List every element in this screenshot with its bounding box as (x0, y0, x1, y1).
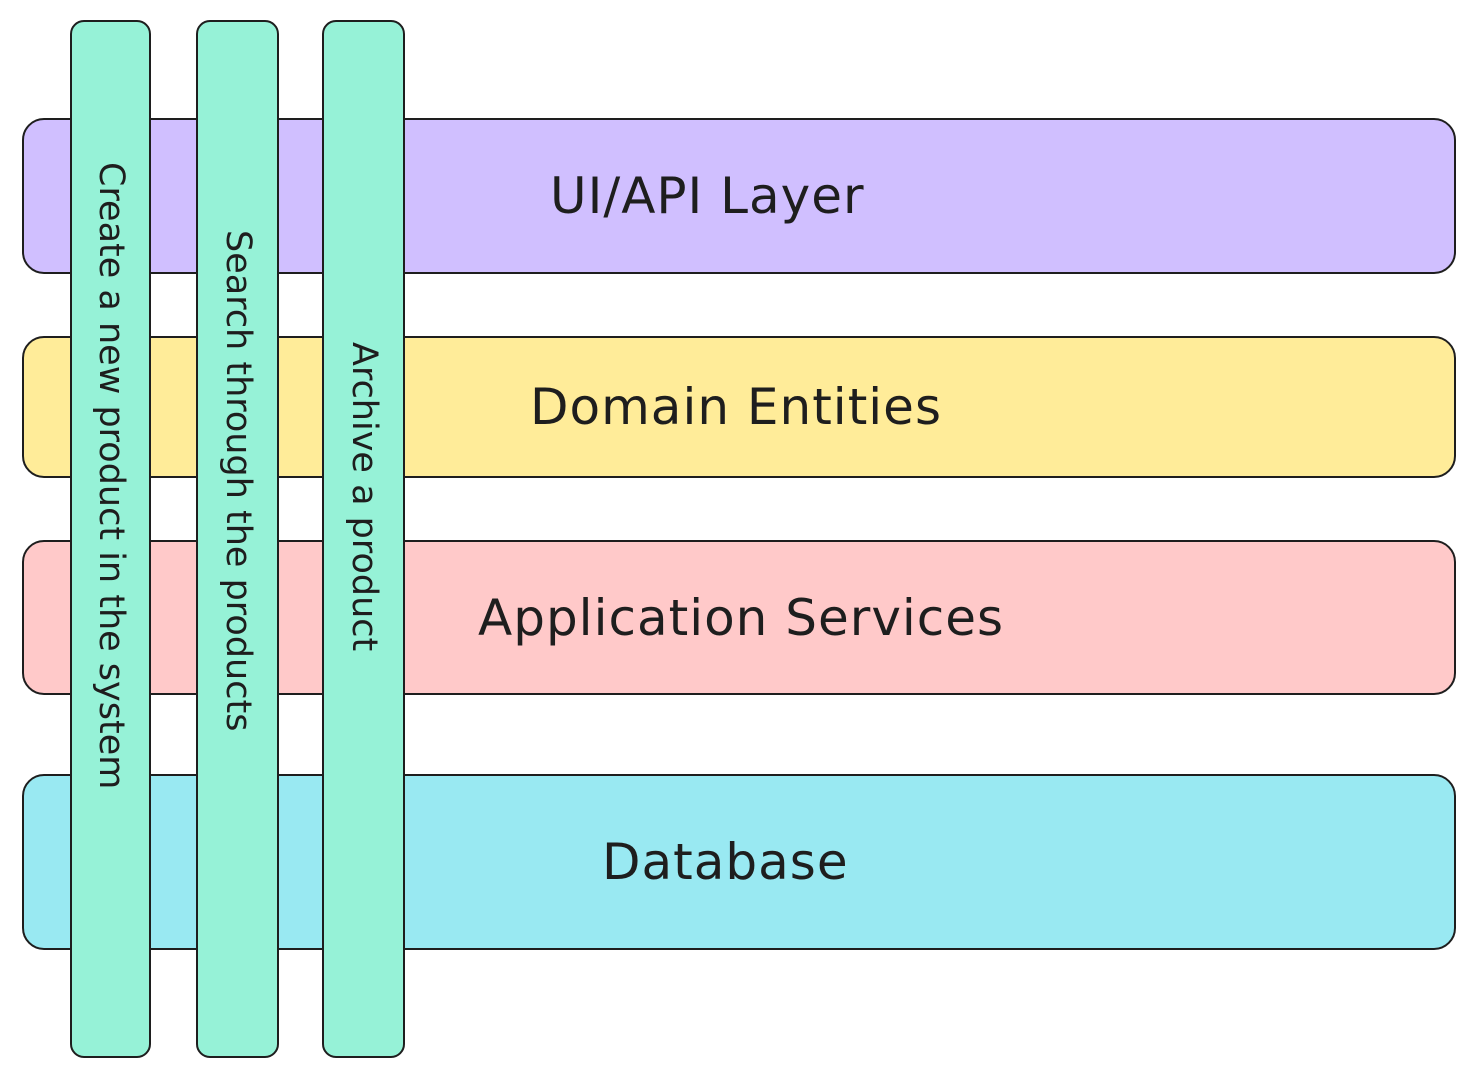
layer-domain-entities: Domain Entities (22, 336, 1456, 478)
vertical-slice-search-products: Search through the products (196, 20, 279, 1058)
layer-label: Database (602, 833, 849, 891)
layer-label: UI/API Layer (550, 167, 865, 225)
layer-label: Domain Entities (530, 378, 942, 436)
vertical-slice-archive-product: Archive a product (322, 20, 405, 1058)
slice-label: Search through the products (217, 230, 258, 732)
layer-label: Application Services (478, 588, 1005, 647)
slice-label: Create a new product in the system (90, 162, 131, 790)
slice-label: Archive a product (343, 342, 384, 652)
vertical-slice-create-product: Create a new product in the system (70, 20, 151, 1058)
